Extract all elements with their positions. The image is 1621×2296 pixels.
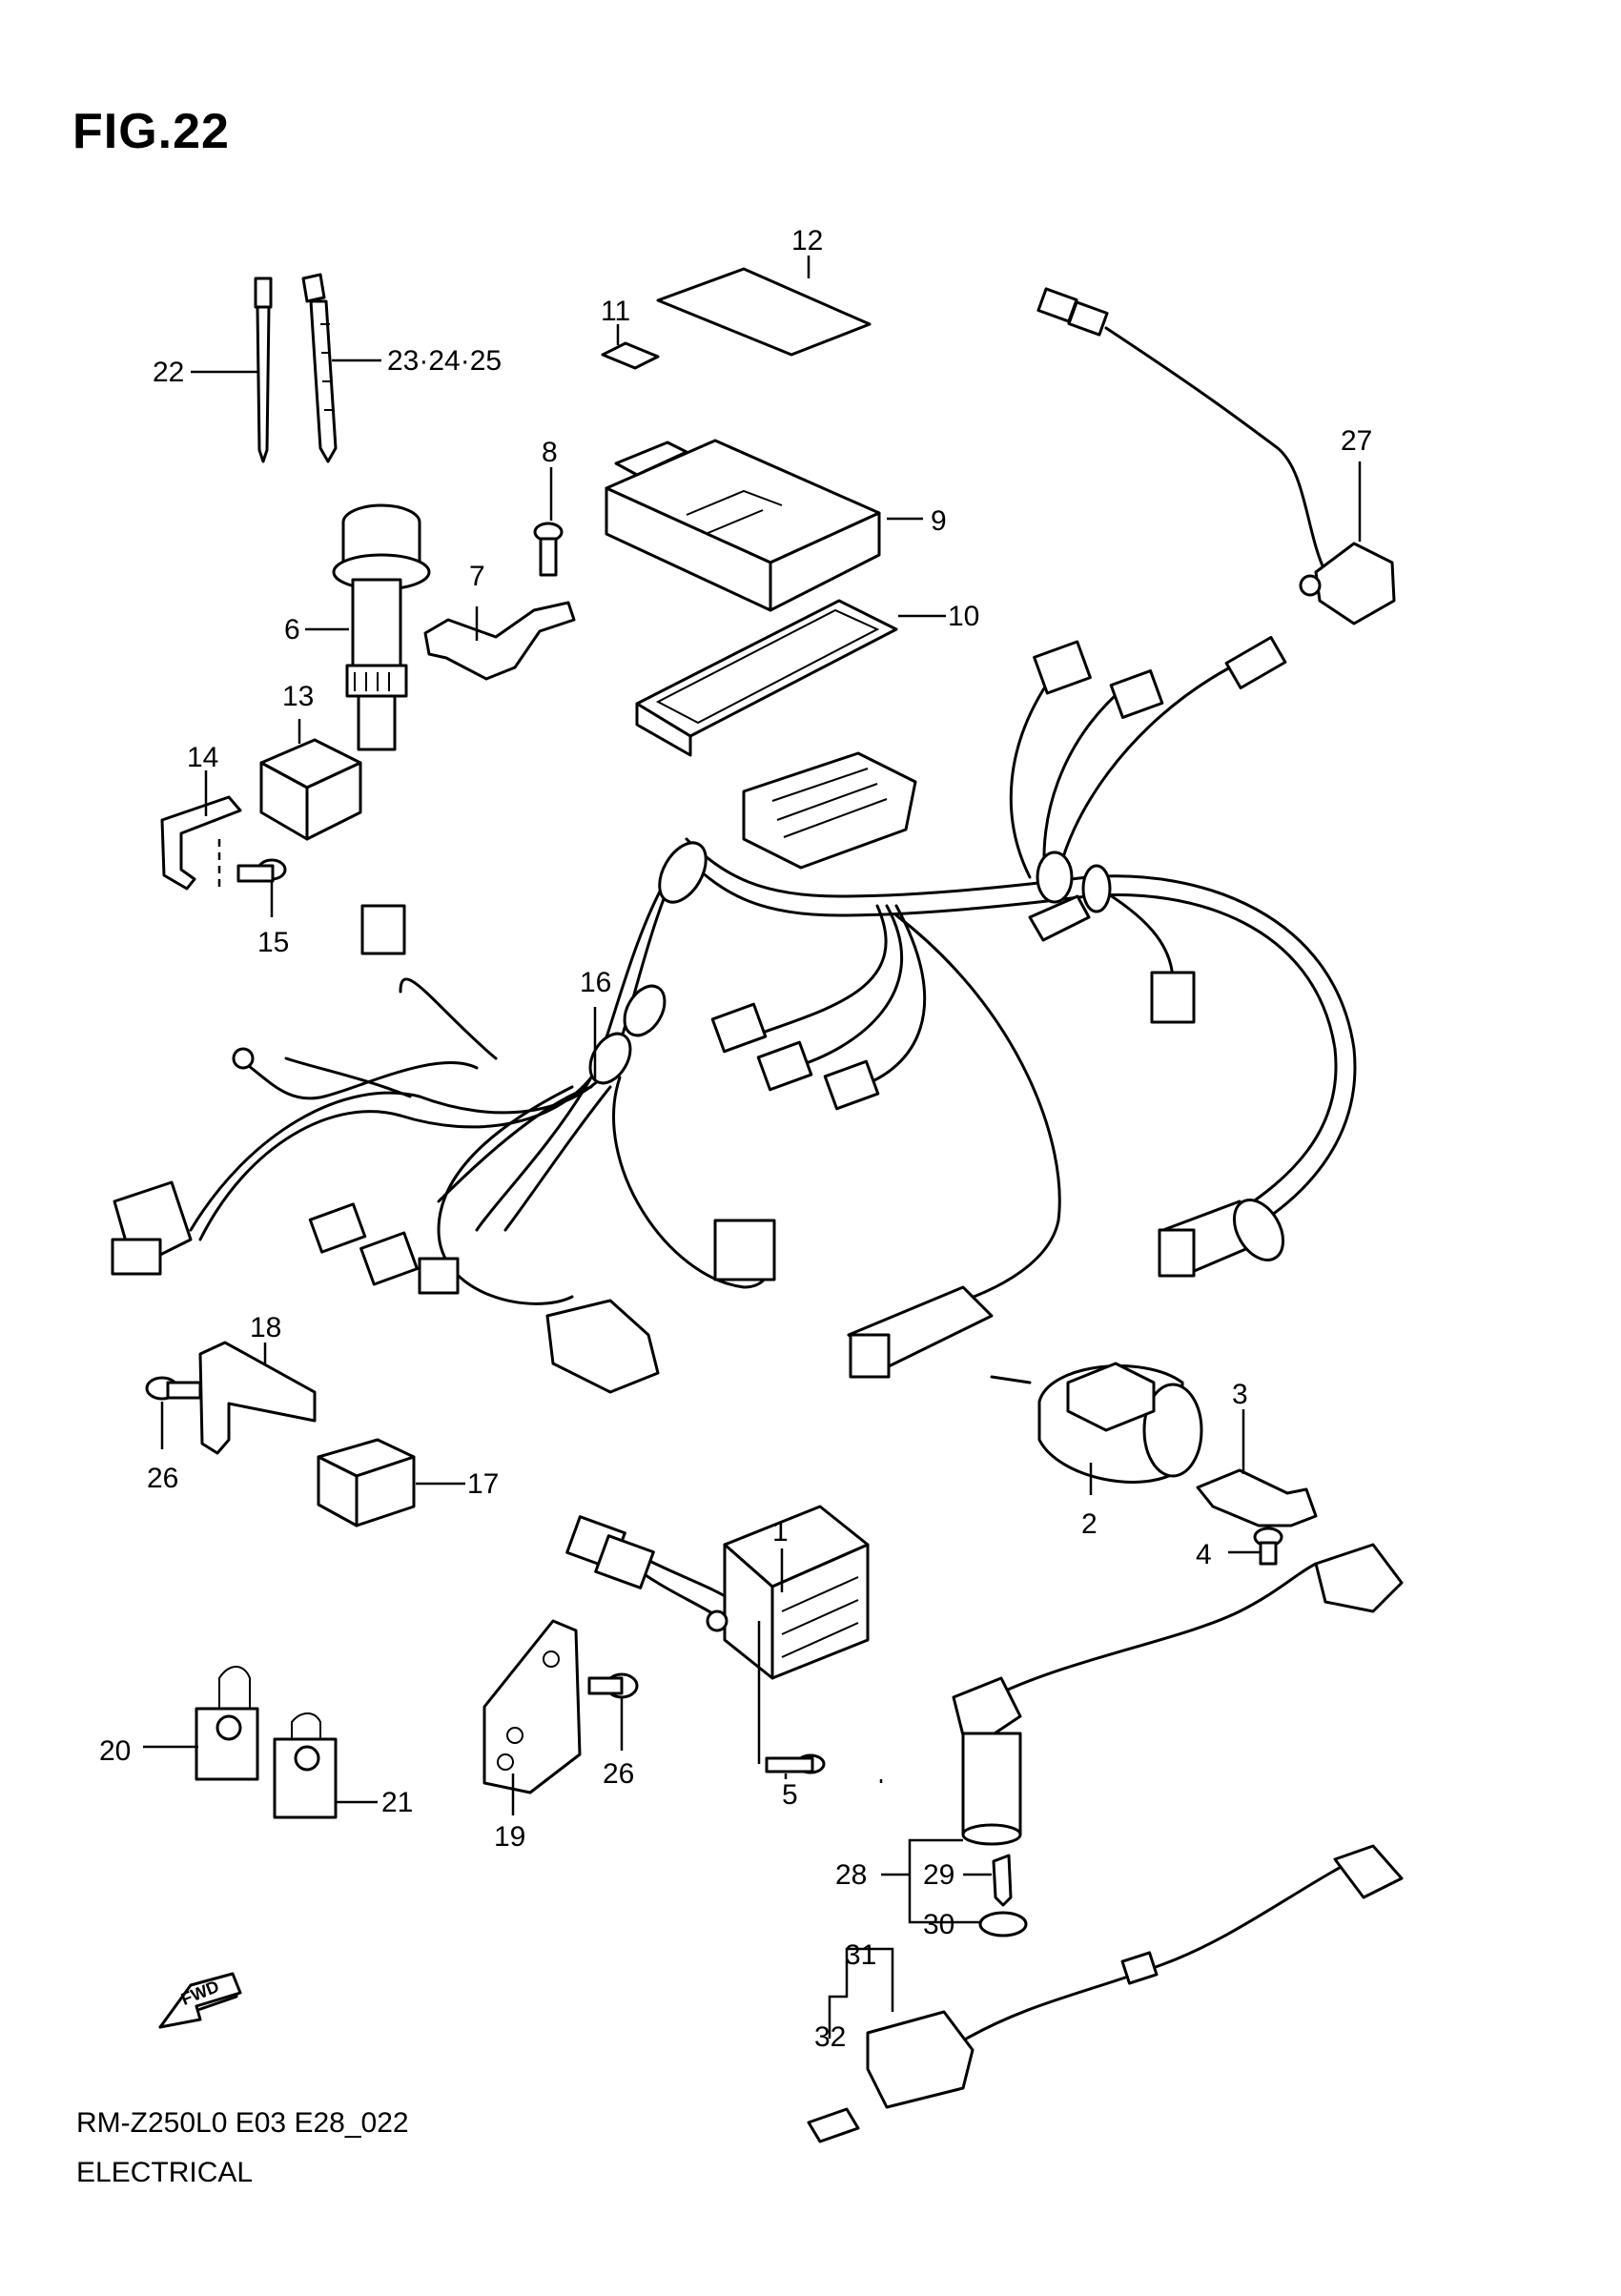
part-28-plug-cap	[952, 1543, 1404, 1846]
part-2-condenser	[990, 1362, 1203, 1484]
callout-20: 20	[99, 1735, 131, 1767]
part-20-connector	[195, 1666, 259, 1781]
part-3-bracket	[1196, 1468, 1318, 1527]
fwd-arrow-icon: FWD	[158, 1972, 242, 2029]
part-22-cable-tie	[254, 277, 273, 463]
part-10-band	[635, 599, 898, 757]
callout-31: 31	[845, 1939, 876, 1971]
callout-29: 29	[923, 1859, 954, 1891]
callout-15: 15	[257, 927, 289, 958]
part-17-relay	[317, 1438, 416, 1527]
callout-1: 1	[772, 1516, 789, 1548]
callout-21: 21	[381, 1787, 413, 1818]
callout-19: 19	[494, 1821, 525, 1853]
part-26-bolt-lower	[587, 1672, 639, 1699]
callout-22: 22	[153, 357, 184, 388]
callout-9: 9	[931, 505, 947, 537]
callout-labels: 1 2 3 4 5 6 7 8 9 10 11 12 13 14 15 16 1…	[99, 225, 1372, 2053]
callout-3: 3	[1232, 1379, 1248, 1410]
callout-2: 2	[1081, 1508, 1098, 1540]
part-12-sheet	[656, 267, 872, 357]
figure-title: FIG.22	[72, 104, 230, 159]
part-7-bracket	[423, 601, 576, 681]
part-5-bolt	[765, 1753, 826, 1774]
part-13-module	[259, 738, 362, 841]
part-18-bracket	[198, 1341, 317, 1455]
diagram-code: RM-Z250L0 E03 E28_022	[76, 2107, 409, 2139]
callout-8: 8	[542, 437, 558, 468]
callout-6: 6	[284, 614, 300, 646]
part-14-bracket	[160, 795, 242, 891]
callout-4: 4	[1196, 1539, 1212, 1570]
part-11-pad	[601, 341, 660, 370]
callout-27: 27	[1341, 425, 1372, 457]
part-1-regulator	[565, 1505, 870, 1680]
part-27-sensor	[1036, 287, 1396, 625]
part-6-ignition-coil	[332, 503, 431, 751]
callout-11: 11	[601, 296, 630, 327]
part-21-connector	[273, 1712, 338, 1819]
part-31-lead	[866, 1844, 1404, 2109]
part-9-ecm	[605, 439, 881, 612]
callout-5: 5	[782, 1779, 798, 1811]
callout-18: 18	[250, 1312, 281, 1343]
part-16-wiring-harness	[111, 636, 1357, 1394]
callout-26-lower: 26	[603, 1758, 634, 1790]
callout-7: 7	[469, 561, 485, 592]
callout-30: 30	[923, 1909, 954, 1940]
part-23-24-25-clamp-tie	[301, 273, 338, 463]
callout-16: 16	[580, 967, 611, 998]
part-4-bolt	[1253, 1527, 1283, 1566]
part-26-bolt-upper	[145, 1376, 202, 1401]
callout-12: 12	[791, 225, 823, 256]
part-32-fuse	[807, 2107, 860, 2143]
part-8-bolt	[533, 522, 564, 577]
callout-14: 14	[187, 742, 218, 773]
callout-26-upper: 26	[147, 1463, 178, 1494]
leader-lines	[143, 256, 1362, 2039]
callout-13: 13	[282, 681, 314, 712]
callout-10: 10	[948, 601, 979, 632]
part-15-bolt	[236, 858, 287, 883]
callout-17: 17	[467, 1468, 499, 1500]
callout-32: 32	[814, 2021, 846, 2053]
callout-23-24-25: 23·24·25	[387, 345, 502, 377]
part-29-terminal	[992, 1854, 1013, 1907]
diagram-section: ELECTRICAL	[76, 2157, 254, 2188]
part-30-grommet	[978, 1911, 1028, 1937]
callout-28: 28	[835, 1859, 867, 1891]
